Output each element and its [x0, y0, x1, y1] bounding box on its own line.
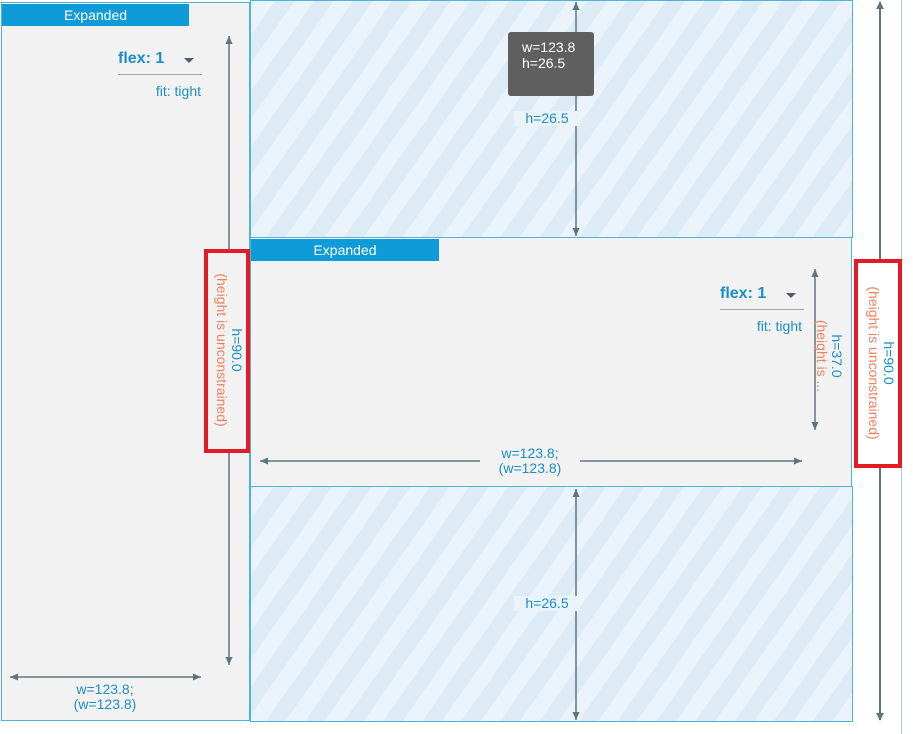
left-flex-label: flex: 1	[118, 50, 165, 67]
size-tooltip: w=123.8 h=26.5	[508, 32, 594, 96]
left-fit-label: fit: tight	[155, 83, 201, 99]
left-flex-dropdown[interactable]: flex: 1	[116, 48, 206, 76]
left-expanded-tab[interactable]: Expanded	[2, 4, 189, 26]
bottom-height-label: h=26.5	[514, 596, 580, 611]
middle-fit-label: fit: tight	[756, 318, 802, 334]
middle-expanded-tab[interactable]: Expanded	[251, 239, 439, 261]
middle-flex-label: flex: 1	[720, 285, 767, 302]
outer-height-label-bg	[857, 262, 900, 464]
chevron-down-icon	[786, 293, 796, 298]
middle-height-label: h=37.0 (height is ...	[810, 296, 845, 416]
left-height-label-bg	[207, 252, 247, 450]
left-width-label: w=123.8; (w=123.8)	[40, 682, 170, 712]
chevron-down-icon	[184, 58, 194, 63]
middle-height-note: (height is ...	[814, 319, 830, 393]
middle-width-label: w=123.8; (w=123.8)	[480, 446, 580, 476]
middle-flex-dropdown[interactable]: flex: 1	[717, 283, 807, 311]
left-flex-underline	[118, 74, 202, 75]
left-width-note: (w=123.8)	[73, 696, 137, 712]
left-width-value: w=123.8;	[76, 681, 134, 697]
left-height-highlight	[204, 249, 250, 453]
middle-height-value: h=37.0	[829, 334, 845, 378]
tooltip-width: w=123.8	[522, 39, 576, 55]
middle-flex-underline	[720, 309, 804, 310]
middle-width-note: (w=123.8)	[498, 460, 562, 476]
tooltip-height: h=26.5	[522, 55, 566, 71]
top-height-label: h=26.5	[514, 111, 580, 126]
middle-width-value: w=123.8;	[501, 445, 559, 461]
outer-height-highlight	[854, 259, 902, 468]
